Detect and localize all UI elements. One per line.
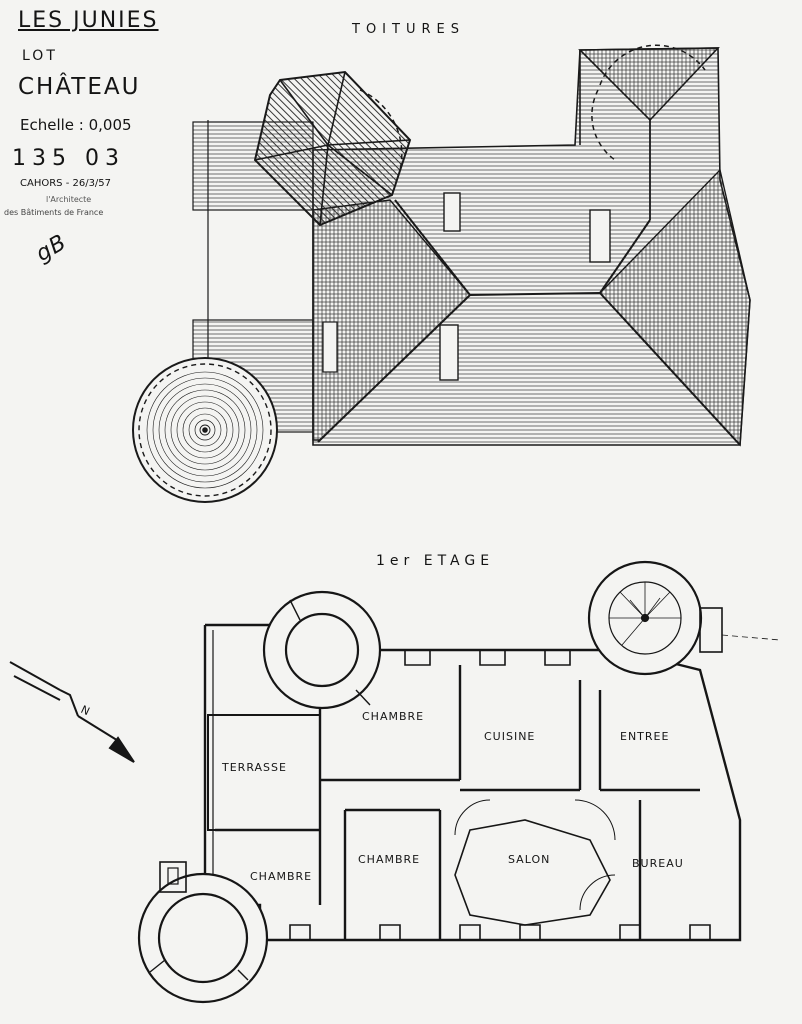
salon-bay [454, 819, 611, 926]
label-salon: SALON [508, 853, 550, 866]
floor-plan [137, 560, 781, 1004]
department-name: LOT [22, 48, 58, 64]
label-chambre-center: CHAMBRE [358, 853, 420, 866]
label-cuisine: CUISINE [484, 730, 535, 743]
tower-sw [137, 861, 269, 1004]
label-bureau: BUREAU [632, 857, 684, 870]
stamp-line-1: l'Architecte [46, 195, 92, 204]
north-arrow-icon: N [9, 661, 135, 763]
reference-number: 135 03 [12, 146, 125, 171]
roof-plan-title: TOITURES [352, 22, 465, 37]
label-chambre-south: CHAMBRE [250, 870, 312, 883]
tower-roof-sw [132, 357, 278, 503]
label-entree: ENTREE [620, 730, 669, 743]
scale-note: Echelle : 0,005 [20, 116, 132, 134]
roof-plan [132, 44, 751, 503]
room-labels: TERRASSE CHAMBRE CUISINE ENTREE CHAMBRE … [221, 710, 684, 883]
stamp-line-2: des Bâtiments de France [4, 208, 104, 217]
site-name: LES JUNIES [18, 8, 159, 33]
label-chambre-north: CHAMBRE [362, 710, 424, 723]
floor-plan-title: 1er ETAGE [376, 553, 495, 569]
north-label: N [79, 703, 92, 718]
tower-roof-ne [578, 47, 720, 122]
building-name: CHÂTEAU [18, 74, 141, 100]
tower-ne-stair [587, 560, 781, 676]
tower-nw [262, 590, 382, 710]
label-terrasse: TERRASSE [221, 761, 287, 774]
place-date: CAHORS - 26/3/57 [20, 178, 112, 189]
